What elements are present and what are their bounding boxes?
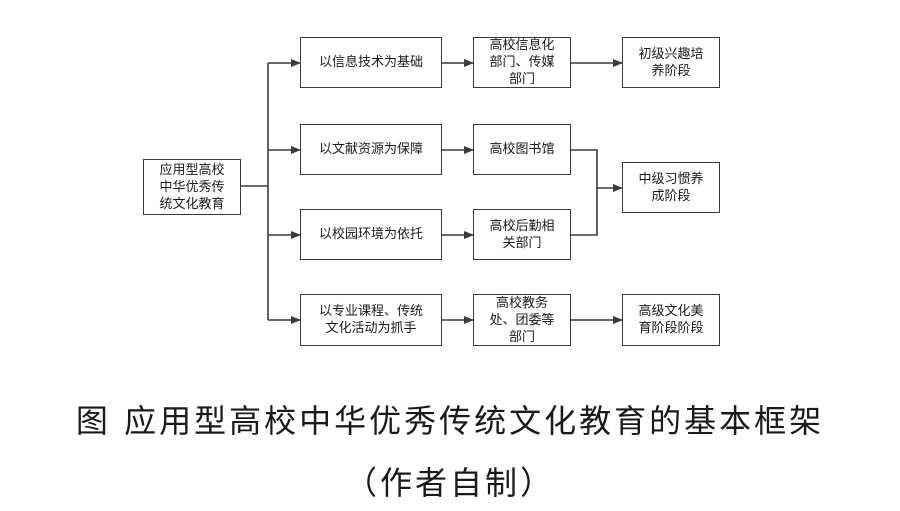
department-box-3: 高校后勤相 关部门 <box>473 209 571 260</box>
connector-lines <box>241 59 623 324</box>
foundation-box-1: 以信息技术为基础 <box>300 37 442 88</box>
stage-box-1: 初级兴趣培 养阶段 <box>622 37 720 88</box>
foundation-box-2: 以文献资源为保障 <box>300 124 442 175</box>
department-box-1: 高校信息化 部门、传媒 部门 <box>473 37 571 88</box>
department-box-2: 高校图书馆 <box>473 124 571 175</box>
foundation-box-4: 以专业课程、传统 文化活动为抓手 <box>300 294 442 346</box>
figure-source-note: （作者自制） <box>344 464 555 502</box>
foundation-box-3: 以校园环境为依托 <box>300 209 442 260</box>
figure-caption: 图 应用型高校中华优秀传统文化教育的基本框架 <box>75 402 825 440</box>
merge-connector <box>571 149 598 236</box>
department-box-4: 高校教务 处、团委等 部门 <box>473 294 571 346</box>
stage-box-3: 高级文化美 育阶段阶段 <box>622 294 720 346</box>
stage-box-2: 中级习惯养 成阶段 <box>622 162 720 213</box>
root-box: 应用型高校 中华优秀传 统文化教育 <box>143 159 241 215</box>
